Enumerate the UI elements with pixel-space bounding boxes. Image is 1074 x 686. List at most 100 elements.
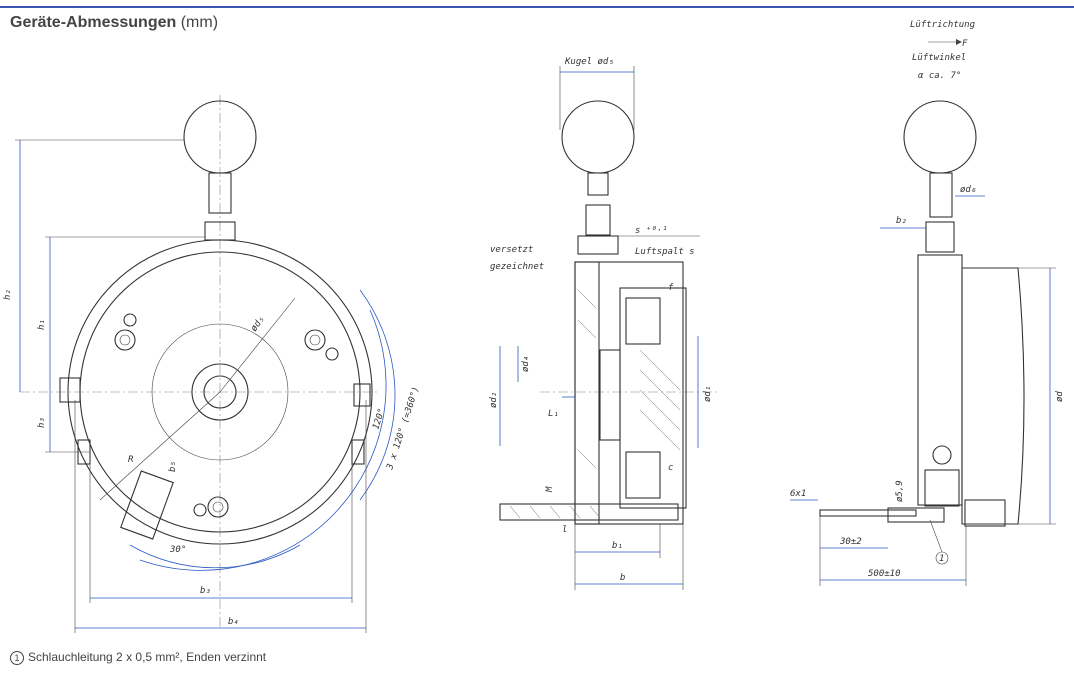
section-housing	[574, 261, 684, 525]
front-mount-hole-3	[207, 496, 229, 518]
footnote-marker: 1	[10, 651, 24, 665]
label-d5: ød₅	[249, 315, 267, 334]
front-lug-left	[59, 377, 81, 403]
label-120deg: 120°	[371, 407, 387, 431]
hatch-3	[639, 389, 681, 431]
side-terminal	[924, 469, 960, 507]
section-rod-lower	[585, 204, 611, 236]
front-outer-ring	[67, 239, 373, 545]
side-lever-base	[925, 221, 955, 253]
label-h2: h₂	[3, 289, 13, 300]
section-hub	[599, 349, 621, 441]
label-versetzt: versetzt	[490, 245, 533, 255]
label-30deg: 30°	[169, 545, 186, 555]
title-unit: (mm)	[180, 14, 219, 31]
section-rod-upper	[587, 172, 609, 196]
hatch-4	[639, 409, 681, 451]
section-magnet-body	[619, 287, 687, 509]
label-h3: h₃	[37, 417, 47, 428]
label-3x120: 3 x 120° (=360°)	[385, 385, 422, 472]
cable-hatch-3	[549, 505, 561, 519]
front-d5-line	[219, 297, 296, 393]
header-rule	[0, 6, 1074, 8]
front-arc-30	[129, 544, 301, 569]
front-hub-outer	[151, 323, 289, 461]
section-armature	[574, 261, 600, 525]
front-mount-hole-2	[304, 329, 326, 351]
label-500x10: 500±10	[868, 569, 901, 579]
side-marker-text: 1	[939, 554, 944, 564]
cable-hatch-1	[509, 505, 521, 519]
label-d59: ø5,9	[895, 480, 905, 502]
side-bracket	[964, 499, 1006, 527]
label-lueftwinkel: Lüftwinkel	[912, 53, 966, 63]
front-mount-hole-2-inner	[309, 334, 321, 346]
label-f: f	[668, 283, 674, 293]
label-d2: ød₂	[489, 392, 499, 408]
section-cable	[499, 503, 679, 521]
label-30x2: 30±2	[839, 537, 862, 547]
label-kugel: Kugel ød₅	[564, 57, 614, 67]
label-b4: b₄	[228, 617, 239, 627]
label-R: R	[128, 455, 134, 465]
title-text: Geräte-Abmessungen	[10, 14, 177, 31]
front-hub	[191, 363, 249, 421]
side-cable-wire	[819, 509, 917, 517]
section-coil-bottom	[625, 451, 661, 499]
side-view: Lüftrichtung F Lüftwinkel α ca. 7° ød₆ b…	[790, 20, 1065, 586]
section-coil-top	[625, 297, 661, 345]
footnote-text: Schlauchleitung 2 x 0,5 mm², Enden verzi…	[28, 650, 267, 664]
cable-hatch-2	[529, 505, 541, 519]
label-b2: b₂	[896, 216, 907, 226]
cable-hatch-5	[589, 505, 601, 519]
section-view: Kugel ød₅ versetzt gezeichn	[489, 57, 720, 590]
label-luftspalt: Luftspalt s	[635, 247, 695, 257]
label-L1: L₁	[548, 409, 559, 419]
front-lug-right	[353, 383, 371, 407]
front-view: h₂ h₁ h₃ b₅ b₃ b₄ ød₅ R 30° 120° 3 x 120…	[3, 95, 422, 633]
label-lueftrichtung: Lüftrichtung	[910, 20, 976, 30]
side-ball-knob	[903, 100, 977, 174]
section-ball-knob	[561, 100, 635, 174]
label-b3: b₃	[200, 586, 211, 596]
side-marker-leader	[929, 519, 943, 553]
cable-hatch-4	[569, 505, 581, 519]
label-c: c	[668, 463, 673, 473]
front-mount-hole-1-inner	[119, 334, 131, 346]
front-lever-rod	[208, 172, 232, 214]
hatch-5	[577, 289, 597, 309]
front-screw-3	[193, 503, 207, 517]
label-b1: b₁	[612, 541, 623, 551]
label-d6: ød₆	[960, 185, 976, 195]
section-lever-base	[577, 235, 619, 255]
label-l: l	[562, 525, 567, 535]
label-gezeichnet: gezeichnet	[490, 262, 544, 272]
front-arc-360	[139, 309, 387, 571]
label-d4: ød₄	[521, 356, 531, 372]
side-cable-gland	[932, 445, 952, 465]
label-d1: ød₁	[703, 386, 713, 402]
front-mount-hole-1	[114, 329, 136, 351]
label-alpha: α ca. 7°	[918, 71, 961, 81]
side-rod	[929, 172, 953, 218]
front-bore	[203, 375, 237, 409]
side-cable-sheath	[887, 507, 945, 523]
hatch-6	[577, 319, 597, 339]
front-mount-hole-3-inner	[212, 501, 224, 513]
front-screw-2	[325, 347, 339, 361]
front-radius-line	[99, 391, 221, 501]
label-b5: b₅	[168, 461, 178, 472]
direction-arrowhead	[956, 39, 962, 45]
hatch-7	[577, 449, 597, 469]
side-magnet-body	[961, 267, 1025, 525]
front-arc-120	[359, 289, 396, 501]
label-M: M	[545, 486, 555, 493]
hatch-1	[639, 349, 681, 391]
label-b: b	[620, 573, 625, 583]
front-foot-right	[351, 439, 365, 465]
page-title: Geräte-Abmessungen (mm)	[10, 14, 218, 32]
label-6x1: 6x1	[790, 489, 806, 499]
label-d: ød	[1055, 391, 1065, 402]
front-cable-tab	[120, 470, 174, 540]
